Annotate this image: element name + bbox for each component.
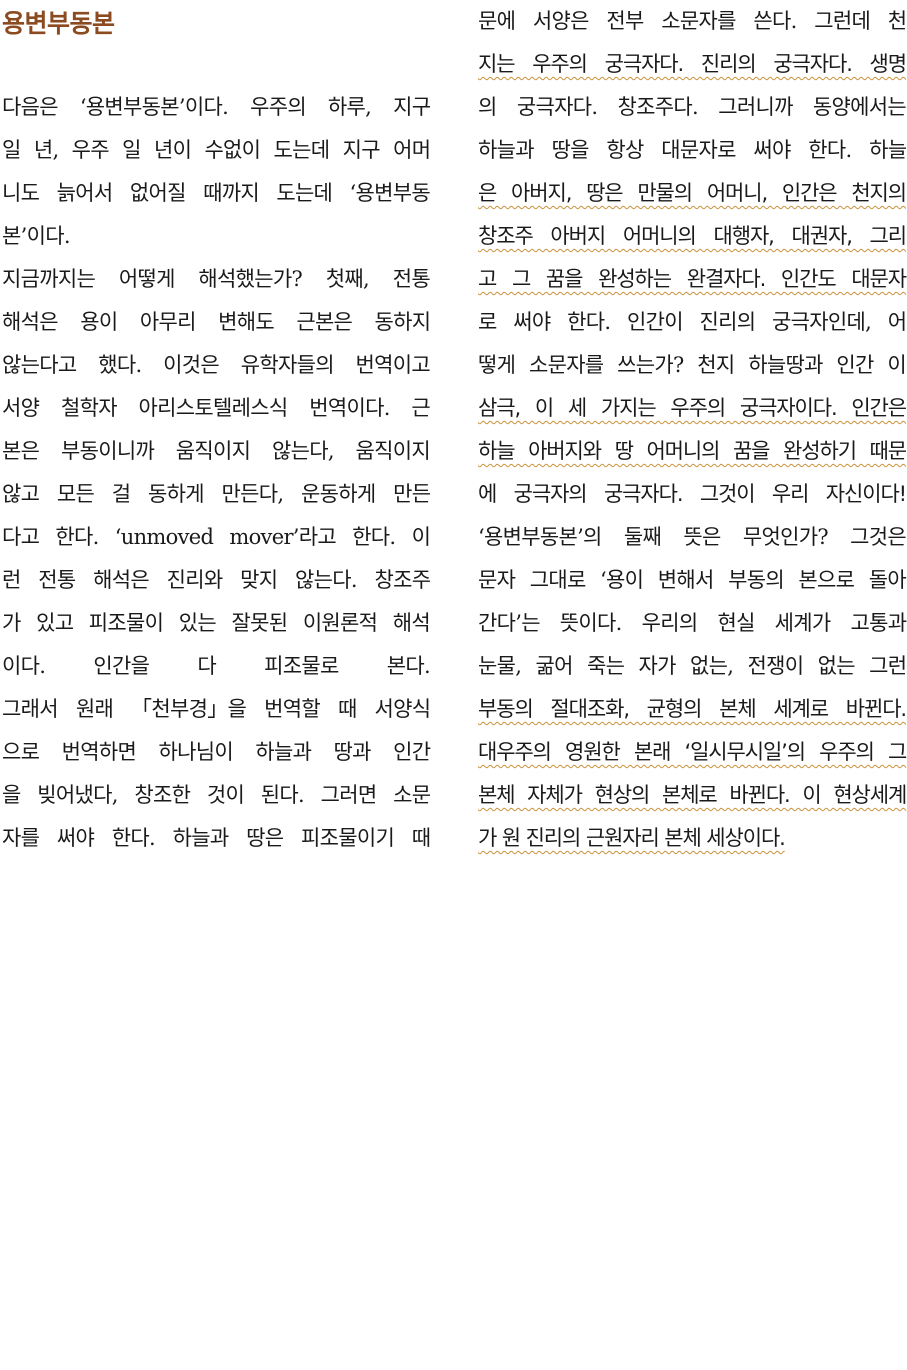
text-line: 다고 한다. ‘unmoved mover’라고 한다. 이 [2, 525, 431, 549]
text-line: 가 원 진리의 근원자리 본체 세상이다. [478, 826, 786, 850]
text-line: 창조주 아버지 어머니의 대행자, 대권자, 그리 [478, 224, 907, 248]
text-line: 지금까지는 어떻게 해석했는가? 첫째, 전통 [2, 267, 431, 291]
left-column: 다음은 ‘용변부동본’이다. 우주의 하루, 지구 일 년, 우주 일 년이 수… [2, 86, 431, 860]
text-line: 삼극, 이 세 가지는 우주의 궁극자이다. 인간은 [478, 396, 907, 420]
text-line: 은 아버지, 땅은 만물의 어머니, 인간은 천지의 [478, 181, 907, 205]
right-column: 문에 서양은 전부 소문자를 쓴다. 그런데 천 지는 우주의 궁극자다. 진리… [478, 0, 907, 860]
text-line: 간다’는 뜻이다. 우리의 현실 세계가 고통과 [478, 611, 907, 635]
text-line: 문에 서양은 전부 소문자를 쓴다. 그런데 천 [478, 9, 907, 33]
text-line: 본체 자체가 현상의 본체로 바뀐다. 이 현상세계 [478, 783, 907, 807]
text-line: 서양 철학자 아리스토텔레스식 번역이다. 근 [2, 396, 431, 420]
text-line: 로 써야 한다. 인간이 진리의 궁극자인데, 어 [478, 310, 907, 334]
text-line: 본’이다. [2, 224, 71, 248]
text-line: 지는 우주의 궁극자다. 진리의 궁극자다. 생명 [478, 52, 907, 76]
text-line: 고 그 꿈을 완성하는 완결자다. 인간도 대문자 [478, 267, 907, 291]
text-line: 문자 그대로 ‘용이 변해서 부동의 본으로 돌아 [478, 568, 907, 592]
text-line: 을 빚어냈다, 창조한 것이 된다. 그러면 소문 [2, 783, 431, 807]
page-title: 용변부동본 [2, 9, 115, 38]
text-line: 으로 번역하면 하나님이 하늘과 땅과 인간 [2, 740, 431, 764]
text-line: 에 궁극자의 궁극자다. 그것이 우리 자신이다! [478, 482, 907, 506]
text-line: 자를 써야 한다. 하늘과 땅은 피조물이기 때 [2, 826, 431, 850]
text-line: 부동의 절대조화, 균형의 본체 세계로 바뀐다. [478, 697, 907, 721]
text-line: 않는다고 했다. 이것은 유학자들의 번역이고 [2, 353, 431, 377]
text-line: 눈물, 굶어 죽는 자가 없는, 전쟁이 없는 그런 [478, 654, 907, 678]
text-line: 않고 모든 걸 동하게 만든다, 운동하게 만든 [2, 482, 431, 506]
text-line: 하늘과 땅을 항상 대문자로 써야 한다. 하늘 [478, 138, 907, 162]
text-line: ‘용변부동본’의 둘째 뜻은 무엇인가? 그것은 [478, 525, 907, 549]
text-line: 이다. 인간을 다 피조물로 본다. [2, 654, 431, 678]
text-line: 런 전통 해석은 진리와 맞지 않는다. 창조주 [2, 568, 431, 592]
text-line: 대우주의 영원한 본래 ‘일시무시일’의 우주의 그 [478, 740, 907, 764]
text-line: 하늘 아버지와 땅 어머니의 꿈을 완성하기 때문 [478, 439, 907, 463]
text-line: 본은 부동이니까 움직이지 않는다, 움직이지 [2, 439, 431, 463]
text-line: 다음은 ‘용변부동본’이다. 우주의 하루, 지구 [2, 95, 431, 119]
text-line: 그래서 원래 「천부경」을 번역할 때 서양식 [2, 697, 431, 721]
text-line: 니도 늙어서 없어질 때까지 도는데 ‘용변부동 [2, 181, 431, 205]
text-line: 가 있고 피조물이 있는 잘못된 이원론적 해석 [2, 611, 431, 635]
text-line: 떻게 소문자를 쓰는가? 천지 하늘땅과 인간 이 [478, 353, 907, 377]
text-line: 일 년, 우주 일 년이 수없이 도는데 지구 어머 [2, 138, 431, 162]
text-line: 해석은 용이 아무리 변해도 근본은 동하지 [2, 310, 431, 334]
text-line: 의 궁극자다. 창조주다. 그러니까 동양에서는 [478, 95, 907, 119]
